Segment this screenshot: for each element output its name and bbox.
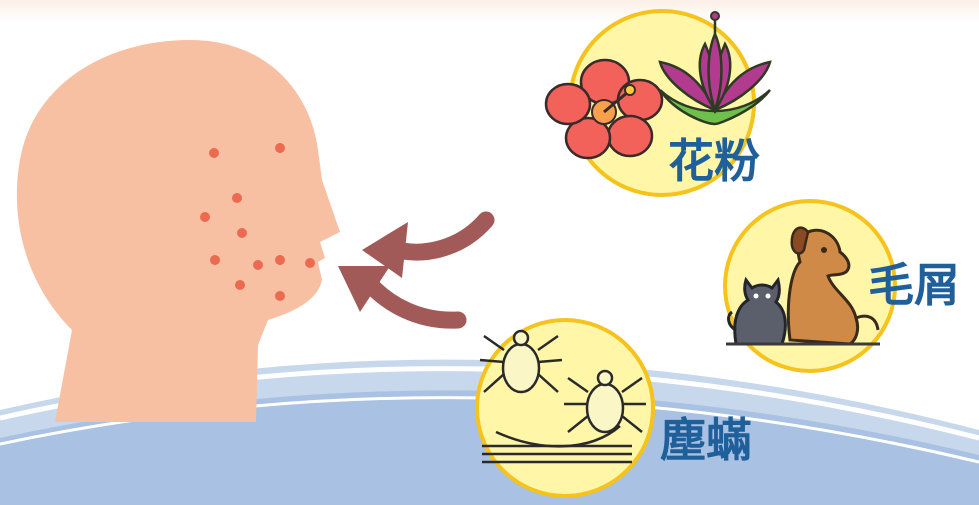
dust-mites-circle — [477, 320, 653, 496]
face-with-rash-icon — [17, 40, 340, 422]
label-pet-dander: 毛屑 — [868, 262, 960, 308]
label-dust-mites: 塵蟎 — [660, 417, 752, 463]
label-pollen: 花粉 — [668, 138, 760, 184]
